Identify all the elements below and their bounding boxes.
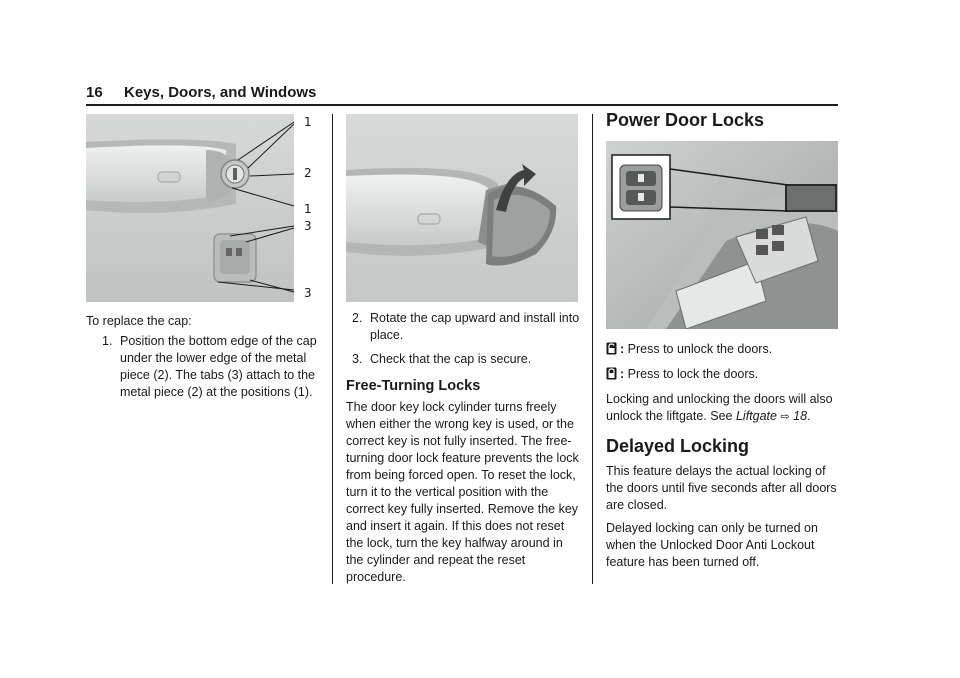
step-1: 1. Position the bottom edge of the cap u… xyxy=(102,333,318,401)
unlock-line: : Press to unlock the doors. xyxy=(606,341,838,358)
step-text: Rotate the cap upward and install into p… xyxy=(370,311,580,342)
column-divider-2 xyxy=(592,114,593,584)
unlock-icon xyxy=(606,342,617,355)
column-3-text: : Press to unlock the doors. : Press to … xyxy=(606,341,838,571)
unlock-colon: : xyxy=(620,342,625,356)
lock-line: : Press to lock the doors. xyxy=(606,366,838,383)
delayed-locking-p2: Delayed locking can only be turned on wh… xyxy=(606,521,818,569)
liftgate-paragraph: Locking and unlocking the doors will als… xyxy=(606,392,833,423)
lock-colon: : xyxy=(620,367,625,381)
delayed-locking-p1: This feature delays the actual locking o… xyxy=(606,464,837,512)
callout-1-bottom: 1 xyxy=(304,202,312,216)
delayed-locking-heading: Delayed Locking xyxy=(606,436,750,456)
power-door-lock-switch-figure xyxy=(606,141,838,329)
header-rule xyxy=(86,104,838,106)
column-3-heading-block: Power Door Locks xyxy=(606,110,838,131)
callout-1-top: 1 xyxy=(304,115,312,129)
callout-3-bottom: 3 xyxy=(304,286,312,300)
section-title: Keys, Doors, and Windows xyxy=(124,84,317,101)
step-number: 1. xyxy=(102,334,113,348)
liftgate-page-ref[interactable]: 18 xyxy=(793,409,808,423)
column-1-text: To replace the cap: 1. Position the bott… xyxy=(86,313,318,401)
callout-3-top: 3 xyxy=(304,219,312,233)
column-divider-1 xyxy=(332,114,333,584)
free-turning-locks-heading: Free-Turning Locks xyxy=(346,378,481,394)
page-header: 16 Keys, Doors, and Windows xyxy=(86,84,838,104)
step-3: 3. Check that the cap is secure. xyxy=(352,351,580,368)
step-number: 3. xyxy=(352,352,363,366)
step-text: Position the bottom edge of the cap unde… xyxy=(120,334,317,399)
cap-rotation-figure xyxy=(346,114,578,302)
step-text: Check that the cap is secure. xyxy=(370,352,532,366)
power-door-locks-heading: Power Door Locks xyxy=(606,110,765,130)
door-handle-cap-figure: 1 2 1 3 3 xyxy=(86,114,318,302)
free-turning-locks-body: The door key lock cylinder turns freely … xyxy=(346,400,579,584)
step-number: 2. xyxy=(352,311,363,325)
liftgate-text: Locking and unlocking the doors will als… xyxy=(606,392,833,423)
callout-2: 2 xyxy=(304,166,312,180)
liftgate-link[interactable]: Liftgate xyxy=(735,409,777,423)
page-number: 16 xyxy=(86,84,103,101)
step-2: 2. Rotate the cap upward and install int… xyxy=(352,310,580,344)
lock-icon xyxy=(606,367,617,380)
unlock-text: Press to unlock the doors. xyxy=(627,342,773,356)
cap-intro: To replace the cap: xyxy=(86,314,192,328)
page-ref-arrow: ⇨ xyxy=(780,411,790,423)
column-2-text: 2. Rotate the cap upward and install int… xyxy=(346,310,580,586)
lock-text: Press to lock the doors. xyxy=(627,367,759,381)
